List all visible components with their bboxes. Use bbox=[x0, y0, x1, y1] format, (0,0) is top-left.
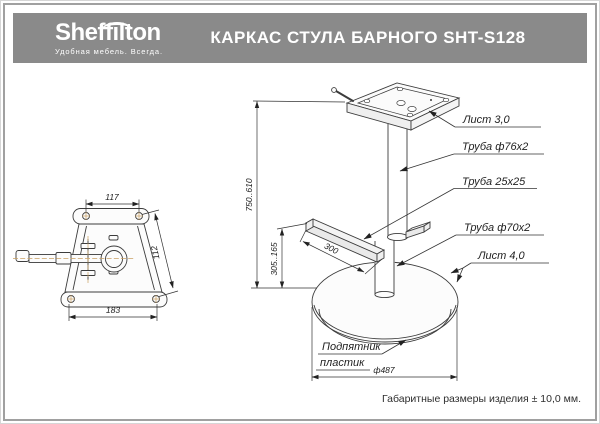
svg-text:пластик: пластик bbox=[320, 357, 365, 369]
iso-dimensions bbox=[251, 100, 458, 381]
dim-side-depth: 112 bbox=[149, 245, 162, 261]
bottom-mounting-bracket bbox=[60, 291, 168, 308]
dim-bottom-width: 183 bbox=[106, 305, 120, 315]
left-view-dimensions bbox=[68, 199, 179, 321]
page-title: КАРКАС СТУЛА БАРНОГО SHT-S128 bbox=[210, 28, 526, 47]
seat-plate-top-view: 117 183 112 bbox=[13, 192, 179, 321]
dim-top-width: 117 bbox=[105, 192, 119, 202]
callout-sheet-4mm: Лист 4,0 bbox=[450, 250, 549, 283]
dim-base-diameter: ф487 bbox=[373, 365, 395, 375]
svg-text:Труба 25х25: Труба 25х25 bbox=[462, 176, 526, 188]
header-banner: Sheffilton Удобная мебель. Всегда. КАРКА… bbox=[13, 13, 587, 63]
svg-text:Труба ф76х2: Труба ф76х2 bbox=[462, 141, 528, 153]
callout-tube-25x25: Труба 25х25 bbox=[363, 176, 537, 240]
brand-logo-text: Sheffilton bbox=[55, 18, 161, 46]
callout-tube-70: Труба ф70х2 bbox=[396, 222, 544, 267]
base-frame-iso-view: 750..610 305..165 300 ф487 Лист 3,0 Труб… bbox=[244, 82, 549, 381]
plastic-foot-ring bbox=[318, 308, 452, 345]
dim-footrest-height-range: 305..165 bbox=[269, 242, 279, 275]
callout-tube-76: Труба ф76х2 bbox=[399, 141, 544, 172]
brand-tagline: Удобная мебель. Всегда. bbox=[55, 46, 163, 56]
svg-text:Лист 3,0: Лист 3,0 bbox=[462, 114, 511, 126]
svg-text:Труба ф70х2: Труба ф70х2 bbox=[464, 222, 530, 234]
lever-knob bbox=[15, 250, 30, 262]
svg-text:Лист 4,0: Лист 4,0 bbox=[477, 250, 526, 262]
callout-labels: Лист 3,0 Труба ф76х2 Труба 25х25 Труба ф… bbox=[316, 110, 549, 371]
svg-text:Подпятник: Подпятник bbox=[322, 341, 381, 353]
center-marks bbox=[13, 212, 160, 303]
tolerance-note: Габаритные размеры изделия ± 10,0 мм. bbox=[382, 393, 581, 405]
top-mounting-bracket bbox=[72, 208, 150, 225]
dim-height-range: 750..610 bbox=[244, 178, 254, 211]
callout-plastic-foot: Подпятник пластик bbox=[316, 339, 407, 371]
callout-sheet-3mm: Лист 3,0 bbox=[428, 110, 541, 128]
brand-logo: Sheffilton Удобная мебель. Всегда. bbox=[55, 18, 163, 56]
gas-lift-lever bbox=[335, 90, 354, 102]
